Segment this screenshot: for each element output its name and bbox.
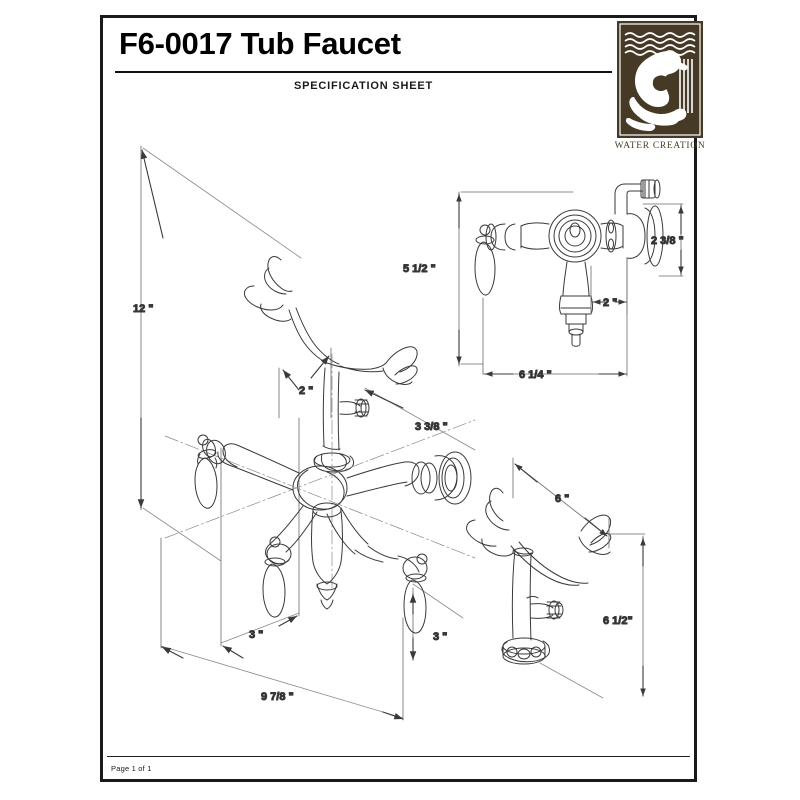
page-title: F6-0017 Tub Faucet (119, 26, 401, 61)
main-faucet-drawing (164, 256, 476, 634)
sheet-header: F6-0017 Tub Faucet SPECIFICATION SHEET (103, 18, 705, 151)
dim-main-1: 2 " (299, 385, 313, 397)
dim-valve-2: 2 " (603, 297, 617, 309)
dim-main-3: 3 " (249, 629, 263, 641)
dim-main-4: 3 " (433, 631, 447, 643)
main-dimension-lines (140, 145, 476, 721)
footer-divider (107, 756, 690, 757)
valve-detail-drawing (474, 179, 664, 347)
dim-main-5: 9 7/8 " (261, 691, 294, 703)
title-divider (115, 71, 612, 73)
dim-cradle-1: 6 1/2" (603, 615, 633, 627)
dim-valve-0: 5 1/2 " (403, 263, 436, 275)
page-number-label: Page 1 of 1 (111, 764, 152, 773)
cradle-detail-drawing (466, 487, 612, 699)
dim-valve-1: 2 3/8 " (651, 235, 684, 247)
dim-cradle-0: 6 " (555, 493, 569, 505)
logo-wordmark: WATER CREATION (614, 141, 706, 151)
brand-logo: WATER CREATION (611, 15, 705, 163)
technical-drawing: 12 " 2 " 3 3/8 " 3 " 3 " 9 7/8 " (103, 118, 694, 758)
water-creation-logo-icon (617, 21, 703, 138)
spec-sheet-frame: F6-0017 Tub Faucet SPECIFICATION SHEET (100, 15, 705, 782)
dim-valve-3: 6 1/4 " (519, 369, 552, 381)
dim-main-2: 3 3/8 " (415, 421, 448, 433)
dim-main-0: 12 " (133, 303, 154, 315)
page-subtitle: SPECIFICATION SHEET (293, 80, 434, 92)
